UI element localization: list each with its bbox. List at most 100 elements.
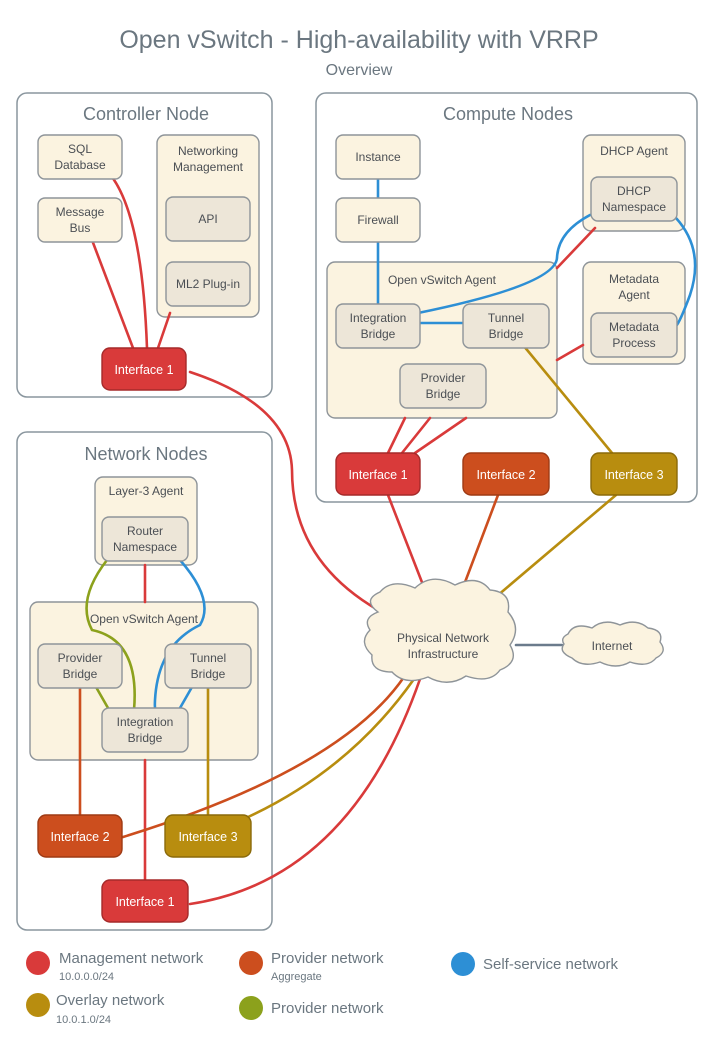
network-interface1 bbox=[101, 879, 189, 923]
sql-database-box bbox=[37, 134, 123, 180]
compute-interface2 bbox=[462, 452, 550, 496]
physical-network-label: Physical Network bbox=[397, 631, 490, 645]
network-integration-bridge-label-2: Bridge bbox=[128, 731, 163, 745]
compute-interface1-label: Interface 1 bbox=[348, 468, 407, 482]
instance-box bbox=[335, 134, 421, 180]
sql-database-label-2: Database bbox=[54, 158, 106, 172]
compute-tunnel-bridge bbox=[462, 303, 550, 349]
network-integration-bridge bbox=[101, 707, 189, 753]
legend-overlay-swatch bbox=[26, 993, 50, 1017]
network-tunnel-bridge bbox=[164, 643, 252, 689]
line-sql-interface1 bbox=[106, 170, 149, 350]
internet-cloud bbox=[561, 621, 664, 667]
legend-self-service-swatch bbox=[451, 952, 475, 976]
legend-management-swatch bbox=[26, 951, 50, 975]
network-integration-bridge-label: Integration bbox=[117, 715, 174, 729]
compute-interface2-label: Interface 2 bbox=[476, 468, 535, 482]
line-tunnel-interface3 bbox=[521, 343, 614, 455]
compute-integration-bridge-label: Integration bbox=[350, 311, 407, 325]
line-tunnel-integration bbox=[178, 685, 194, 710]
network-interface3 bbox=[164, 814, 252, 858]
line-network-if3-physical bbox=[244, 677, 416, 820]
line-controller-physical bbox=[188, 370, 380, 612]
compute-tunnel-bridge-label: Tunnel bbox=[488, 311, 524, 325]
network-tunnel-bridge-label: Tunnel bbox=[190, 651, 226, 665]
metadata-process-label-2: Process bbox=[612, 336, 655, 350]
compute-provider-bridge bbox=[399, 363, 487, 409]
line-dhcp-metadata-process bbox=[674, 216, 697, 328]
legend-management-sub: 10.0.0.0/24 bbox=[59, 971, 114, 983]
router-namespace-box bbox=[101, 516, 189, 562]
ml2-plugin-label: ML2 Plug-in bbox=[176, 277, 240, 291]
legend-overlay-label: Overlay network bbox=[56, 992, 165, 1009]
compute-interface1 bbox=[335, 452, 421, 496]
legend-provider-label: Provider network bbox=[271, 1000, 384, 1017]
line-ml2-interface1 bbox=[156, 311, 172, 350]
line-metadata-compute-mgmt bbox=[555, 343, 585, 362]
line-compute-if3-physical bbox=[482, 493, 618, 609]
network-nodes-title: Network Nodes bbox=[84, 444, 207, 464]
network-interface1-label: Interface 1 bbox=[115, 895, 174, 909]
compute-provider-bridge-label-2: Bridge bbox=[426, 387, 461, 401]
legend-provider-swatch bbox=[239, 996, 263, 1020]
dhcp-namespace-box bbox=[590, 176, 678, 222]
api-box bbox=[165, 196, 251, 242]
networking-management-label-2: Management bbox=[173, 160, 244, 174]
legend-provider-aggregate-label: Provider network bbox=[271, 950, 384, 967]
network-provider-bridge bbox=[37, 643, 123, 689]
metadata-agent-label-2: Agent bbox=[618, 288, 650, 302]
layer3-agent-label: Layer-3 Agent bbox=[109, 484, 184, 498]
compute-provider-bridge-label: Provider bbox=[421, 371, 466, 385]
line-dhcp-compute-mgmt bbox=[555, 226, 597, 270]
legend-management-label: Management network bbox=[59, 950, 204, 967]
legend-provider-aggregate-sub: Aggregate bbox=[271, 971, 322, 983]
firewall-box bbox=[335, 197, 421, 243]
metadata-agent-label: Metadata bbox=[609, 272, 659, 286]
dhcp-namespace-label: DHCP bbox=[617, 184, 651, 198]
network-interface2-label: Interface 2 bbox=[50, 830, 109, 844]
diagram-subtitle: Overview bbox=[326, 62, 393, 79]
legend-overlay-sub: 10.0.1.0/24 bbox=[56, 1014, 111, 1026]
line-compute-mgmt-2 bbox=[400, 416, 432, 455]
network-ovs-agent-label: Open vSwitch Agent bbox=[90, 612, 199, 626]
ml2-plugin-box bbox=[165, 261, 251, 307]
internet-label: Internet bbox=[592, 639, 633, 653]
physical-network-cloud bbox=[363, 578, 517, 683]
diagram-title: Open vSwitch - High-availability with VR… bbox=[119, 26, 598, 54]
dhcp-agent-label: DHCP Agent bbox=[600, 144, 668, 158]
sql-database-label: SQL bbox=[68, 142, 92, 156]
compute-ovs-agent-box bbox=[326, 261, 558, 419]
api-label: API bbox=[198, 212, 217, 226]
controller-node-title: Controller Node bbox=[83, 104, 209, 124]
physical-network-label-2: Infrastructure bbox=[408, 647, 479, 661]
compute-tunnel-bridge-label-2: Bridge bbox=[489, 327, 524, 341]
line-int-dhcp-namespace bbox=[416, 213, 592, 315]
line-msg-interface1 bbox=[90, 238, 135, 350]
message-bus-box bbox=[37, 197, 123, 243]
line-provider-integration bbox=[94, 685, 110, 710]
instance-label: Instance bbox=[355, 150, 401, 164]
line-compute-if1-physical bbox=[386, 493, 427, 592]
line-compute-mgmt-1 bbox=[386, 416, 407, 455]
compute-nodes-title: Compute Nodes bbox=[443, 104, 573, 124]
compute-interface3 bbox=[590, 452, 678, 496]
controller-interface1-label: Interface 1 bbox=[114, 363, 173, 377]
network-interface3-label: Interface 3 bbox=[178, 830, 237, 844]
router-namespace-label: Router bbox=[127, 524, 163, 538]
router-namespace-label-2: Namespace bbox=[113, 540, 177, 554]
network-tunnel-bridge-label-2: Bridge bbox=[191, 667, 226, 681]
compute-integration-bridge-label-2: Bridge bbox=[361, 327, 396, 341]
controller-interface1 bbox=[101, 347, 187, 391]
line-network-if1-physical bbox=[188, 677, 422, 906]
firewall-label: Firewall bbox=[357, 213, 398, 227]
line-compute-mgmt-3 bbox=[413, 416, 468, 455]
message-bus-label: Message bbox=[56, 205, 105, 219]
metadata-process-box bbox=[590, 312, 678, 358]
legend-provider-aggregate-swatch bbox=[239, 951, 263, 975]
compute-ovs-agent-label: Open vSwitch Agent bbox=[388, 273, 497, 287]
legend-self-service-label: Self-service network bbox=[483, 956, 619, 973]
network-provider-bridge-label: Provider bbox=[58, 651, 103, 665]
networking-management-label: Networking bbox=[178, 144, 238, 158]
network-interface2 bbox=[37, 814, 123, 858]
dhcp-namespace-label-2: Namespace bbox=[602, 200, 666, 214]
